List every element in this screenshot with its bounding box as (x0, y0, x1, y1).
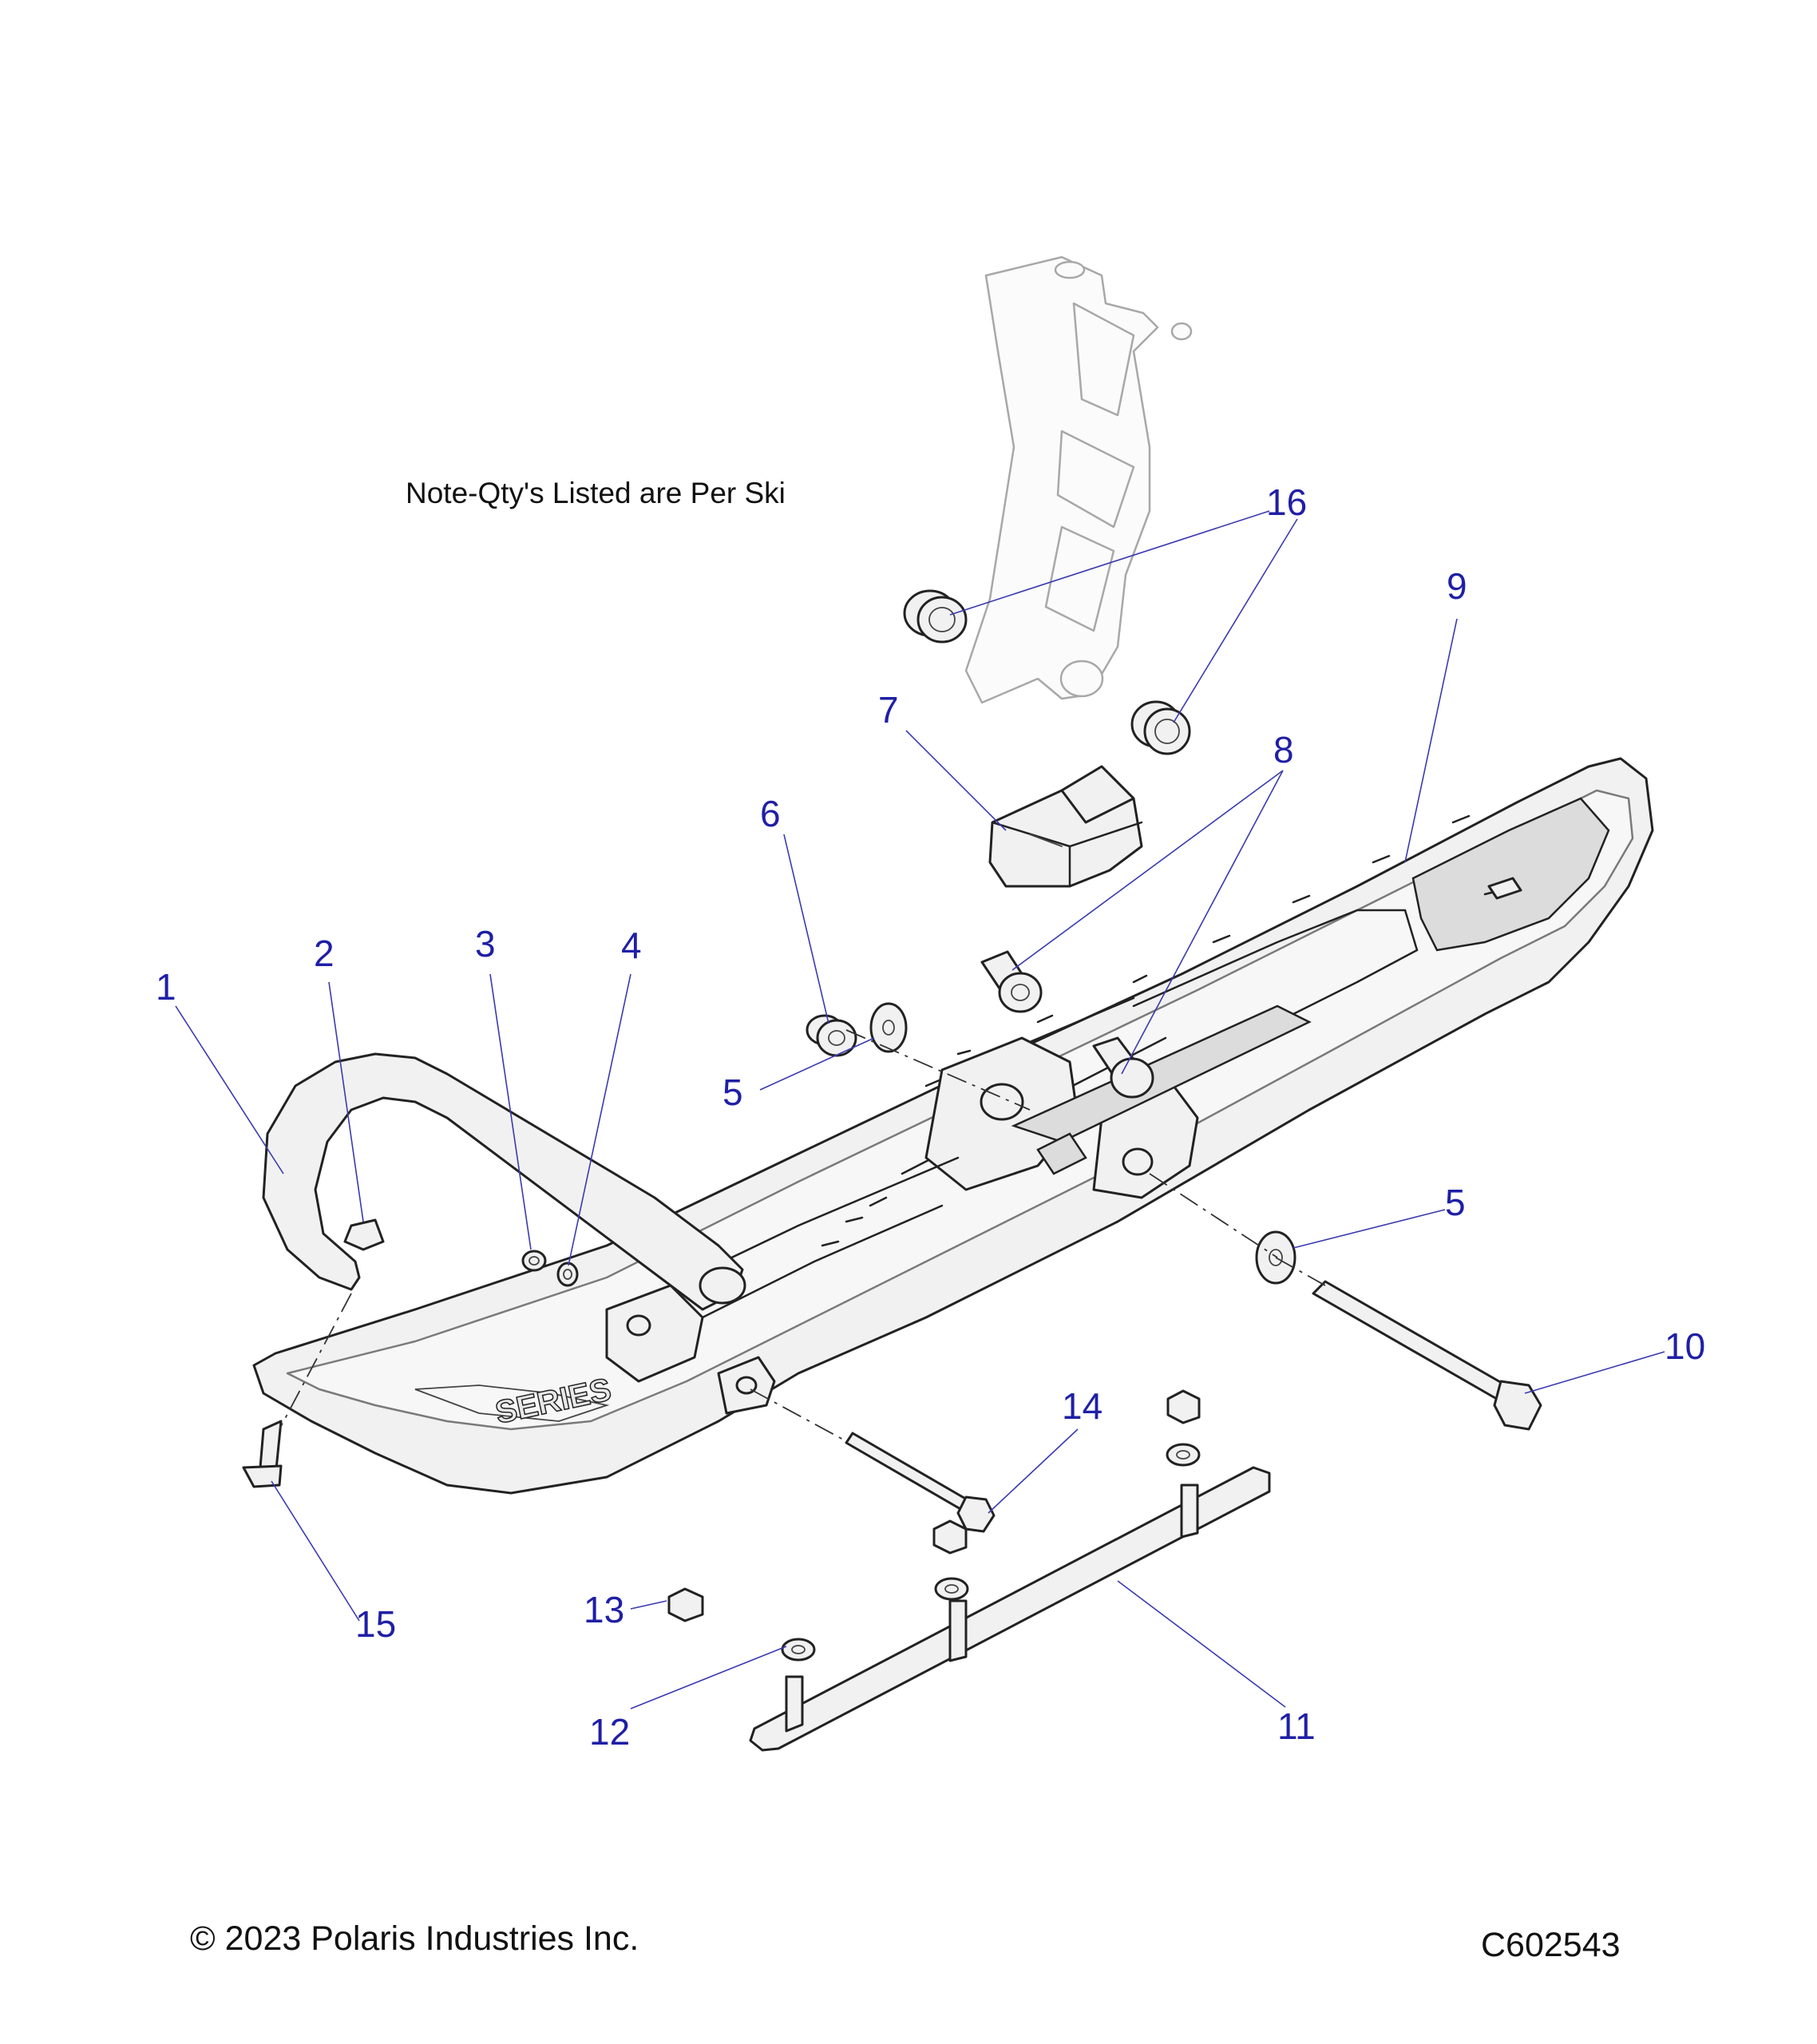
carbide-runner-11 (749, 1466, 1271, 1752)
spindle-bushing-16-lower (1130, 700, 1191, 755)
callout-7: 7 (878, 689, 899, 731)
bushing-8-lower (1092, 1036, 1154, 1099)
callout-10: 10 (1665, 1325, 1705, 1367)
nut-3 (521, 1250, 547, 1272)
callout-16: 16 (1266, 481, 1307, 523)
washer-4 (556, 1262, 579, 1287)
nuts-13 (667, 1389, 1201, 1622)
centerlines (279, 1029, 1326, 1442)
bolt-14 (845, 1432, 996, 1533)
note-text: Note-Qty's Listed are Per Ski (406, 477, 786, 509)
bolt-10 (1312, 1280, 1542, 1431)
callout-numbers: 1 2 3 4 5 5 6 7 8 9 10 11 12 13 14 15 16 (156, 481, 1705, 1753)
callout-8: 8 (1273, 729, 1294, 770)
ski-body: SERIES (252, 757, 1654, 1495)
callout-3: 3 (475, 923, 496, 965)
callout-1: 1 (156, 966, 176, 1008)
callout-13: 13 (584, 1589, 624, 1630)
stop-block-7 (988, 765, 1143, 888)
callout-15: 15 (355, 1603, 396, 1645)
callout-9: 9 (1447, 565, 1467, 607)
callout-4: 4 (621, 925, 642, 966)
callout-5-upper: 5 (722, 1072, 743, 1113)
spindle-ghost (964, 256, 1193, 704)
callout-2: 2 (314, 933, 335, 974)
insert-nut-2 (343, 1218, 385, 1251)
callout-12: 12 (589, 1711, 630, 1753)
diagram-id: C602543 (1481, 1926, 1621, 1964)
callout-11: 11 (1277, 1705, 1316, 1747)
screw-15 (242, 1420, 283, 1488)
callout-14: 14 (1062, 1385, 1102, 1427)
washer-5-upper (869, 1002, 908, 1053)
copyright-text: © 2023 Polaris Industries Inc. (190, 1919, 639, 1958)
spindle-bushing-16-upper (903, 589, 968, 644)
callout-5-lower: 5 (1445, 1182, 1466, 1223)
callout-6: 6 (760, 793, 781, 834)
washers-12 (781, 1443, 1201, 1662)
bushing-8-upper (980, 950, 1043, 1013)
leader-lines (175, 510, 1665, 1709)
ski-loop-handle (262, 1052, 746, 1311)
bushing-6 (806, 1014, 857, 1057)
